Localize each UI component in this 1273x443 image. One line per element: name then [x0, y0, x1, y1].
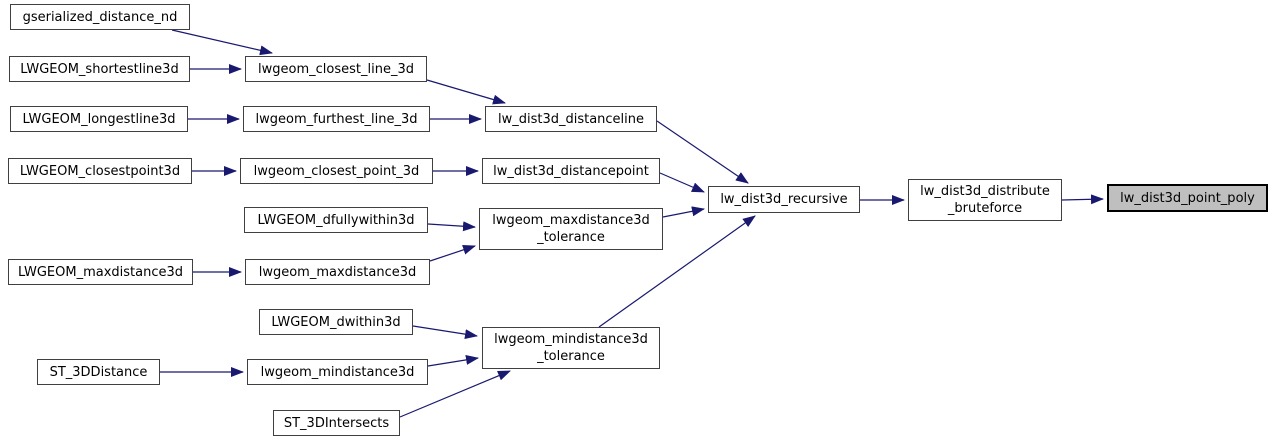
- edges-group: [160, 29, 1104, 418]
- node-label: lwgeom_furthest_line_3d: [255, 111, 418, 127]
- node-lwgeom_maxdistance3d_tolerance[interactable]: lwgeom_maxdistance3d _tolerance: [479, 208, 663, 250]
- node-lwgeom_closest_point_3d[interactable]: lwgeom_closest_point_3d: [240, 158, 433, 184]
- node-label: _tolerance: [537, 349, 605, 364]
- node-label: LWGEOM_closestpoint3d: [19, 163, 181, 179]
- node-lw_dist3d_distribute_bruteforce[interactable]: lw_dist3d_distribute _bruteforce: [908, 179, 1062, 221]
- edge-lw_dist3d_distribute_bruteforce-to-lw_dist3d_point_poly: [1061, 194, 1104, 205]
- node-gserialized_distance_nd[interactable]: gserialized_distance_nd: [10, 4, 190, 30]
- edge-lwgeom_mindistance3d-to-lwgeom_mindistance3d_tolerance: [427, 354, 479, 367]
- node-label: lwgeom_maxdistance3d: [258, 264, 417, 280]
- edge-lwgeom_mindistance3d_tolerance-to-lw_dist3d_recursive: [598, 215, 756, 328]
- node-label: ST_3DIntersects: [283, 415, 390, 431]
- node-label: lw_dist3d_recursive: [720, 192, 848, 207]
- node-label: ST_3DDistance: [49, 364, 148, 380]
- node-lwgeom_mindistance3d_tolerance[interactable]: lwgeom_mindistance3d _tolerance: [482, 327, 660, 369]
- edge-LWGEOM_dfullywithin3d-to-lwgeom_maxdistance3d_tolerance: [427, 221, 476, 232]
- node-label: LWGEOM_dwithin3d: [271, 314, 401, 330]
- node-label: _tolerance: [537, 230, 605, 245]
- edge-gserialized_distance_nd-to-lwgeom_closest_line_3d: [171, 29, 273, 56]
- node-label: lw_dist3d_distanceline: [497, 111, 645, 127]
- node-label: LWGEOM_longestline3d: [22, 111, 176, 127]
- node-lwgeom_maxdistance3d[interactable]: lwgeom_maxdistance3d: [245, 259, 430, 285]
- node-label: lw_dist3d_distribute: [920, 184, 1050, 199]
- node-lwgeom_closest_line_3d[interactable]: lwgeom_closest_line_3d: [245, 56, 427, 82]
- edge-lwgeom_maxdistance3d_tolerance-to-lw_dist3d_recursive: [662, 206, 705, 218]
- node-label: _bruteforce: [947, 201, 1023, 216]
- node-LWGEOM_closestpoint3d[interactable]: LWGEOM_closestpoint3d: [8, 158, 192, 184]
- node-label: lw_dist3d_point_poly: [1120, 190, 1255, 206]
- node-lw_dist3d_recursive[interactable]: lw_dist3d_recursive: [708, 186, 860, 213]
- node-LWGEOM_maxdistance3d[interactable]: LWGEOM_maxdistance3d: [8, 259, 193, 285]
- edge-ST_3DIntersects-to-lwgeom_mindistance3d_tolerance: [399, 370, 511, 418]
- node-ST_3DDistance[interactable]: ST_3DDistance: [37, 359, 160, 385]
- node-LWGEOM_dwithin3d[interactable]: LWGEOM_dwithin3d: [259, 309, 413, 335]
- node-label: LWGEOM_dfullywithin3d: [257, 212, 415, 228]
- edge-lw_dist3d_distanceline-to-lw_dist3d_recursive: [656, 120, 749, 184]
- node-label: lwgeom_mindistance3d: [494, 332, 648, 347]
- node-label: gserialized_distance_nd: [22, 9, 178, 25]
- node-label: lwgeom_mindistance3d: [260, 364, 415, 380]
- node-LWGEOM_dfullywithin3d[interactable]: LWGEOM_dfullywithin3d: [244, 207, 428, 233]
- edge-LWGEOM_dwithin3d-to-lwgeom_mindistance3d_tolerance: [412, 325, 478, 340]
- node-lwgeom_furthest_line_3d[interactable]: lwgeom_furthest_line_3d: [243, 106, 430, 132]
- node-LWGEOM_shortestline3d[interactable]: LWGEOM_shortestline3d: [9, 56, 190, 82]
- edge-lw_dist3d_distancepoint-to-lw_dist3d_recursive: [659, 172, 705, 193]
- node-label: lwgeom_closest_line_3d: [258, 61, 414, 77]
- node-label: lwgeom_closest_point_3d: [253, 163, 420, 179]
- node-label: lwgeom_maxdistance3d: [492, 213, 650, 228]
- edge-lwgeom_maxdistance3d-to-lwgeom_maxdistance3d_tolerance: [429, 245, 476, 262]
- node-lw_dist3d_distanceline[interactable]: lw_dist3d_distanceline: [485, 106, 657, 132]
- node-label: lw_dist3d_distancepoint: [493, 163, 649, 179]
- node-ST_3DIntersects[interactable]: ST_3DIntersects: [273, 410, 400, 436]
- edge-lwgeom_closest_line_3d-to-lw_dist3d_distanceline: [426, 79, 506, 105]
- node-label: LWGEOM_shortestline3d: [20, 61, 179, 77]
- node-lwgeom_mindistance3d[interactable]: lwgeom_mindistance3d: [247, 359, 428, 385]
- node-lw_dist3d_point_poly: lw_dist3d_point_poly: [1107, 184, 1268, 212]
- node-lw_dist3d_distancepoint[interactable]: lw_dist3d_distancepoint: [482, 158, 660, 184]
- node-label: LWGEOM_maxdistance3d: [17, 264, 184, 280]
- node-LWGEOM_longestline3d[interactable]: LWGEOM_longestline3d: [10, 106, 188, 132]
